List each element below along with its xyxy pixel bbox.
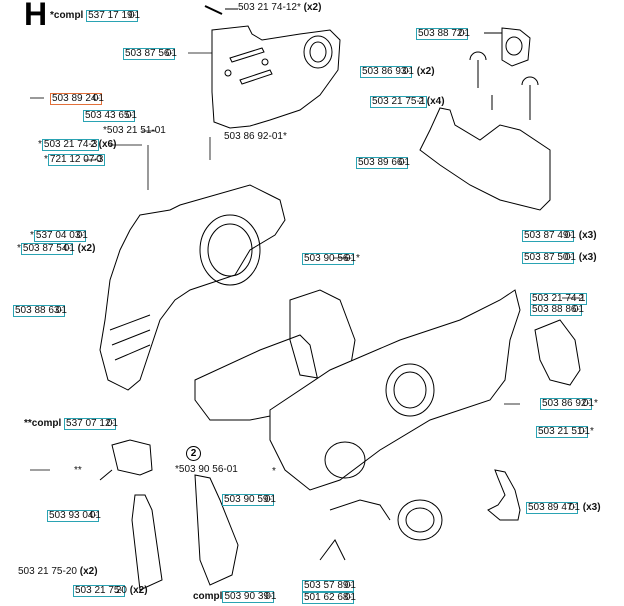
part-number-link[interactable]: 503 89 47- bbox=[526, 502, 578, 514]
part-label: *503 21 74-32 (x6) bbox=[38, 139, 117, 151]
part-number-link[interactable]: 503 21 75- bbox=[73, 585, 125, 597]
part-label: 503 90 59-01 bbox=[222, 494, 276, 506]
part-number-link[interactable]: 503 90 56- bbox=[302, 253, 354, 265]
part-label: *503 90 56-01 bbox=[175, 464, 238, 475]
callout-number: 2 bbox=[186, 446, 201, 461]
part-number-link[interactable]: 503 87 50- bbox=[522, 252, 574, 264]
clutch-cover-part bbox=[211, 25, 341, 129]
part-number-link[interactable]: 503 57 89- bbox=[302, 580, 354, 592]
part-number-link[interactable]: 503 21 74-3 bbox=[41, 139, 100, 151]
part-number-link[interactable]: 503 86 93- bbox=[360, 66, 412, 78]
part-label: *537 04 03-01 bbox=[30, 230, 88, 242]
part-label: 503 88 72-01 bbox=[416, 28, 470, 40]
part-label: 503 90 56-01* bbox=[302, 253, 360, 265]
part-number-link[interactable]: 503 21 51- bbox=[536, 426, 588, 438]
part-label: 503 86 92-01* bbox=[540, 398, 598, 410]
guide-plate-part bbox=[131, 474, 239, 591]
crankcase-right-part bbox=[269, 289, 521, 491]
cap-part bbox=[484, 27, 531, 67]
part-label: *503 21 51-01 bbox=[103, 125, 166, 136]
part-label: * bbox=[272, 466, 276, 477]
part-number-link[interactable]: 503 87 54- bbox=[20, 243, 73, 255]
part-label: 503 21 51-01* bbox=[536, 426, 594, 438]
part-label: 503 87 50-01 (x3) bbox=[522, 252, 597, 264]
part-number-link[interactable]: 537 07 12- bbox=[64, 418, 116, 430]
part-label: 503 86 92-01* bbox=[224, 131, 287, 142]
part-label: 501 62 68-01 bbox=[302, 592, 356, 604]
bracket-part bbox=[419, 51, 551, 211]
part-number-link[interactable]: 503 93 04- bbox=[47, 510, 99, 522]
part-label: 503 21 75-12 (x4) bbox=[370, 96, 445, 108]
screw-part bbox=[204, 5, 238, 15]
part-label: 503 87 56-01 bbox=[123, 48, 177, 60]
part-label: 503 89 24-01 bbox=[50, 93, 104, 105]
part-label: *721 12 07-30 bbox=[44, 154, 106, 166]
part-number-link[interactable]: 503 43 65- bbox=[83, 110, 135, 122]
part-number-link[interactable]: 501 62 68- bbox=[302, 592, 354, 604]
part-label: 503 88 63-01 bbox=[13, 305, 67, 317]
side-plate-part bbox=[534, 319, 581, 386]
part-label: 503 57 89-01 bbox=[302, 580, 356, 592]
tank-cap-part bbox=[319, 499, 443, 561]
part-number-link[interactable]: 721 12 07-3 bbox=[47, 154, 106, 166]
part-label: 503 43 65-01 bbox=[83, 110, 137, 122]
leader-lines bbox=[30, 32, 580, 471]
part-label: 503 86 93-01 (x2) bbox=[360, 66, 435, 78]
clip-part bbox=[487, 469, 521, 521]
part-number-link[interactable]: 503 87 56- bbox=[123, 48, 175, 60]
part-number-link[interactable]: 537 17 19- bbox=[86, 10, 138, 22]
part-label: *compl 537 17 19-01 bbox=[50, 10, 141, 22]
part-label: 503 88 86-01 bbox=[530, 304, 584, 316]
part-number-link[interactable]: 503 90 59- bbox=[222, 494, 274, 506]
part-number-link[interactable]: 503 86 92- bbox=[540, 398, 592, 410]
part-number-link[interactable]: 503 88 86- bbox=[530, 304, 582, 316]
part-number-link[interactable]: 503 87 49- bbox=[522, 230, 574, 242]
part-label: 503 87 49-01 (x3) bbox=[522, 230, 597, 242]
part-number-link[interactable]: 503 88 72- bbox=[416, 28, 468, 40]
section-letter: H bbox=[24, 0, 48, 32]
oil-pump-part bbox=[99, 439, 153, 481]
part-label: ** bbox=[74, 465, 82, 476]
part-number-link[interactable]: 537 04 03- bbox=[33, 230, 86, 242]
part-number-link-highlighted[interactable]: 503 89 24- bbox=[50, 93, 102, 105]
part-label: 503 93 04-01 bbox=[47, 510, 101, 522]
part-number-link[interactable]: 503 90 39- bbox=[222, 591, 275, 603]
part-label: 503 89 66-01 bbox=[356, 157, 410, 169]
part-label: *503 87 54-01 (x2) bbox=[17, 243, 96, 255]
part-label: 503 89 47-01 (x3) bbox=[526, 502, 601, 514]
crankcase-left-part bbox=[99, 184, 286, 391]
part-number-link[interactable]: 503 89 66- bbox=[356, 157, 408, 169]
part-label: 503 21 74-12* (x2) bbox=[238, 2, 322, 13]
part-label: 503 21 75-20 (x2) bbox=[18, 566, 98, 577]
part-label: **compl 537 07 12-01 bbox=[24, 418, 118, 430]
part-number-link[interactable]: 503 88 63- bbox=[13, 305, 65, 317]
part-label: 503 21 75-20 (x2) bbox=[73, 585, 148, 597]
part-number-link[interactable]: 503 21 75-1 bbox=[370, 96, 428, 108]
